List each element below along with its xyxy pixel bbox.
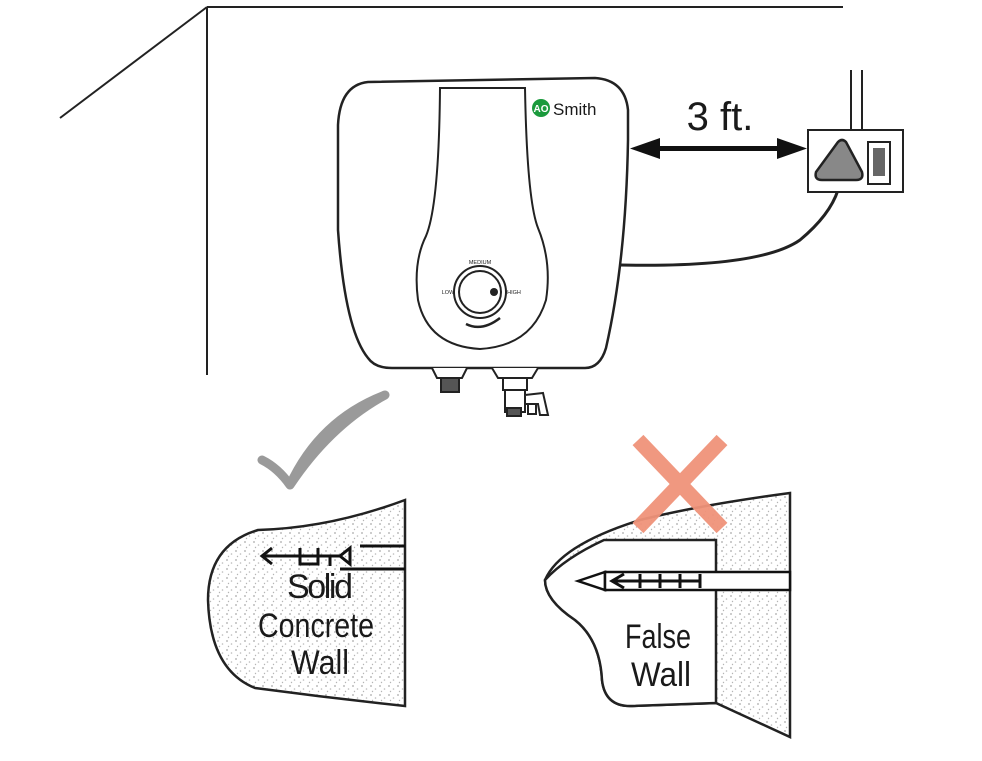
logo-mark: AO [534,104,549,115]
wall-anchor-icon [259,544,405,571]
pipe-right-valve [491,367,550,417]
cross-icon [632,434,728,534]
dial-knob-indicator [490,288,498,296]
wall-socket [807,70,904,193]
dial-high-label: HIGH [507,290,521,296]
distance-label: 3 ft. [687,95,754,139]
distance-arrow-icon [630,138,807,159]
wall-anchor-icon [574,570,792,592]
pipe-left [431,367,468,393]
room-wall-lines [59,6,843,375]
dial-arc-icon [465,317,501,329]
dial-medium-label: MEDIUM [469,260,492,266]
temperature-dial[interactable]: MEDIUM LOW HIGH [442,260,521,329]
solid-label: Solid [287,568,353,606]
logo-text: Smith [553,100,596,119]
ao-smith-logo: AO Smith [532,99,596,119]
concrete-label: Concrete [258,607,374,645]
power-cable [619,189,840,267]
false-label: False [625,618,691,656]
solid-concrete-wall: Solid Concrete Wall [206,498,407,708]
plug-icon [814,138,864,182]
water-heater [336,76,630,417]
checkmark-icon [257,390,390,490]
false-wall-label: Wall [631,656,691,694]
dial-low-label: LOW [442,290,455,296]
wall-label: Wall [291,644,349,682]
false-wall: False Wall [543,491,792,739]
